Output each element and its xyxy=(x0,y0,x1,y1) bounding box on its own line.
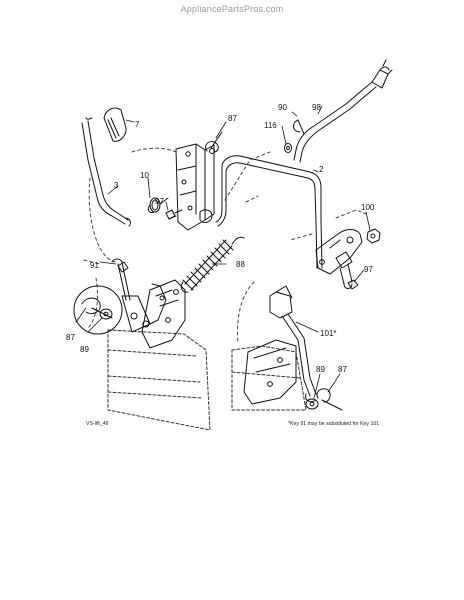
cotter-pin-90 xyxy=(293,119,305,135)
dashed-reference-lines xyxy=(83,147,367,343)
callout-87-left: 87 xyxy=(66,333,75,342)
figure-code: VS-lift_48 xyxy=(86,421,109,427)
torsion-spring xyxy=(147,197,169,213)
hex-nut-100 xyxy=(366,228,381,244)
extension-spring xyxy=(180,236,245,293)
callout-2: 2 xyxy=(319,165,324,174)
callout-101: 101* xyxy=(320,329,336,338)
callout-87-top: 87 xyxy=(228,114,237,123)
callout-116: 116 xyxy=(264,121,277,130)
mower-deck-left-outline xyxy=(107,329,211,431)
deck-hanger-left xyxy=(141,279,186,349)
leader-lines xyxy=(75,105,371,399)
callout-3: 3 xyxy=(114,181,119,190)
callout-97-right: 97 xyxy=(364,265,373,274)
deck-hanger-right xyxy=(243,339,297,405)
lift-shaft-bracket xyxy=(175,143,215,231)
bolt-97-right xyxy=(347,279,359,290)
callout-98: 98 xyxy=(312,103,321,112)
hairpin-clip-right xyxy=(316,388,343,411)
lower-lift-link-left xyxy=(111,258,167,333)
lift-handle-rod xyxy=(81,120,131,227)
washer-89-right xyxy=(305,398,319,410)
callout-89-right: 89 xyxy=(316,365,325,374)
callout-89-left: 89 xyxy=(80,345,89,354)
lift-handle-grip xyxy=(85,107,127,142)
callout-90: 90 xyxy=(278,103,287,112)
callout-100: 100 xyxy=(361,203,375,212)
footnote: *Key 91 may be substituted for Key 101 xyxy=(288,421,379,427)
callout-10: 10 xyxy=(140,171,149,180)
lift-arm-right xyxy=(315,229,363,289)
hairpin-clip-top xyxy=(205,131,223,154)
washer-116 xyxy=(284,143,292,153)
lift-arm-98 xyxy=(293,59,393,163)
pin-91 xyxy=(117,261,129,273)
callout-7: 7 xyxy=(135,120,140,129)
callout-87-right: 87 xyxy=(338,365,347,374)
detail-circle-left xyxy=(73,285,123,335)
watermark-text: AppliancePartsPros.com xyxy=(180,4,284,14)
callout-88: 88 xyxy=(236,260,245,269)
shoulder-bolt-left xyxy=(165,209,183,220)
callout-97-left: 97 xyxy=(155,197,164,206)
callout-91: 91 xyxy=(90,261,99,270)
lift-link-rod xyxy=(215,155,323,269)
mower-deck-right-outline xyxy=(231,345,307,411)
lower-lift-link-right xyxy=(269,285,317,403)
